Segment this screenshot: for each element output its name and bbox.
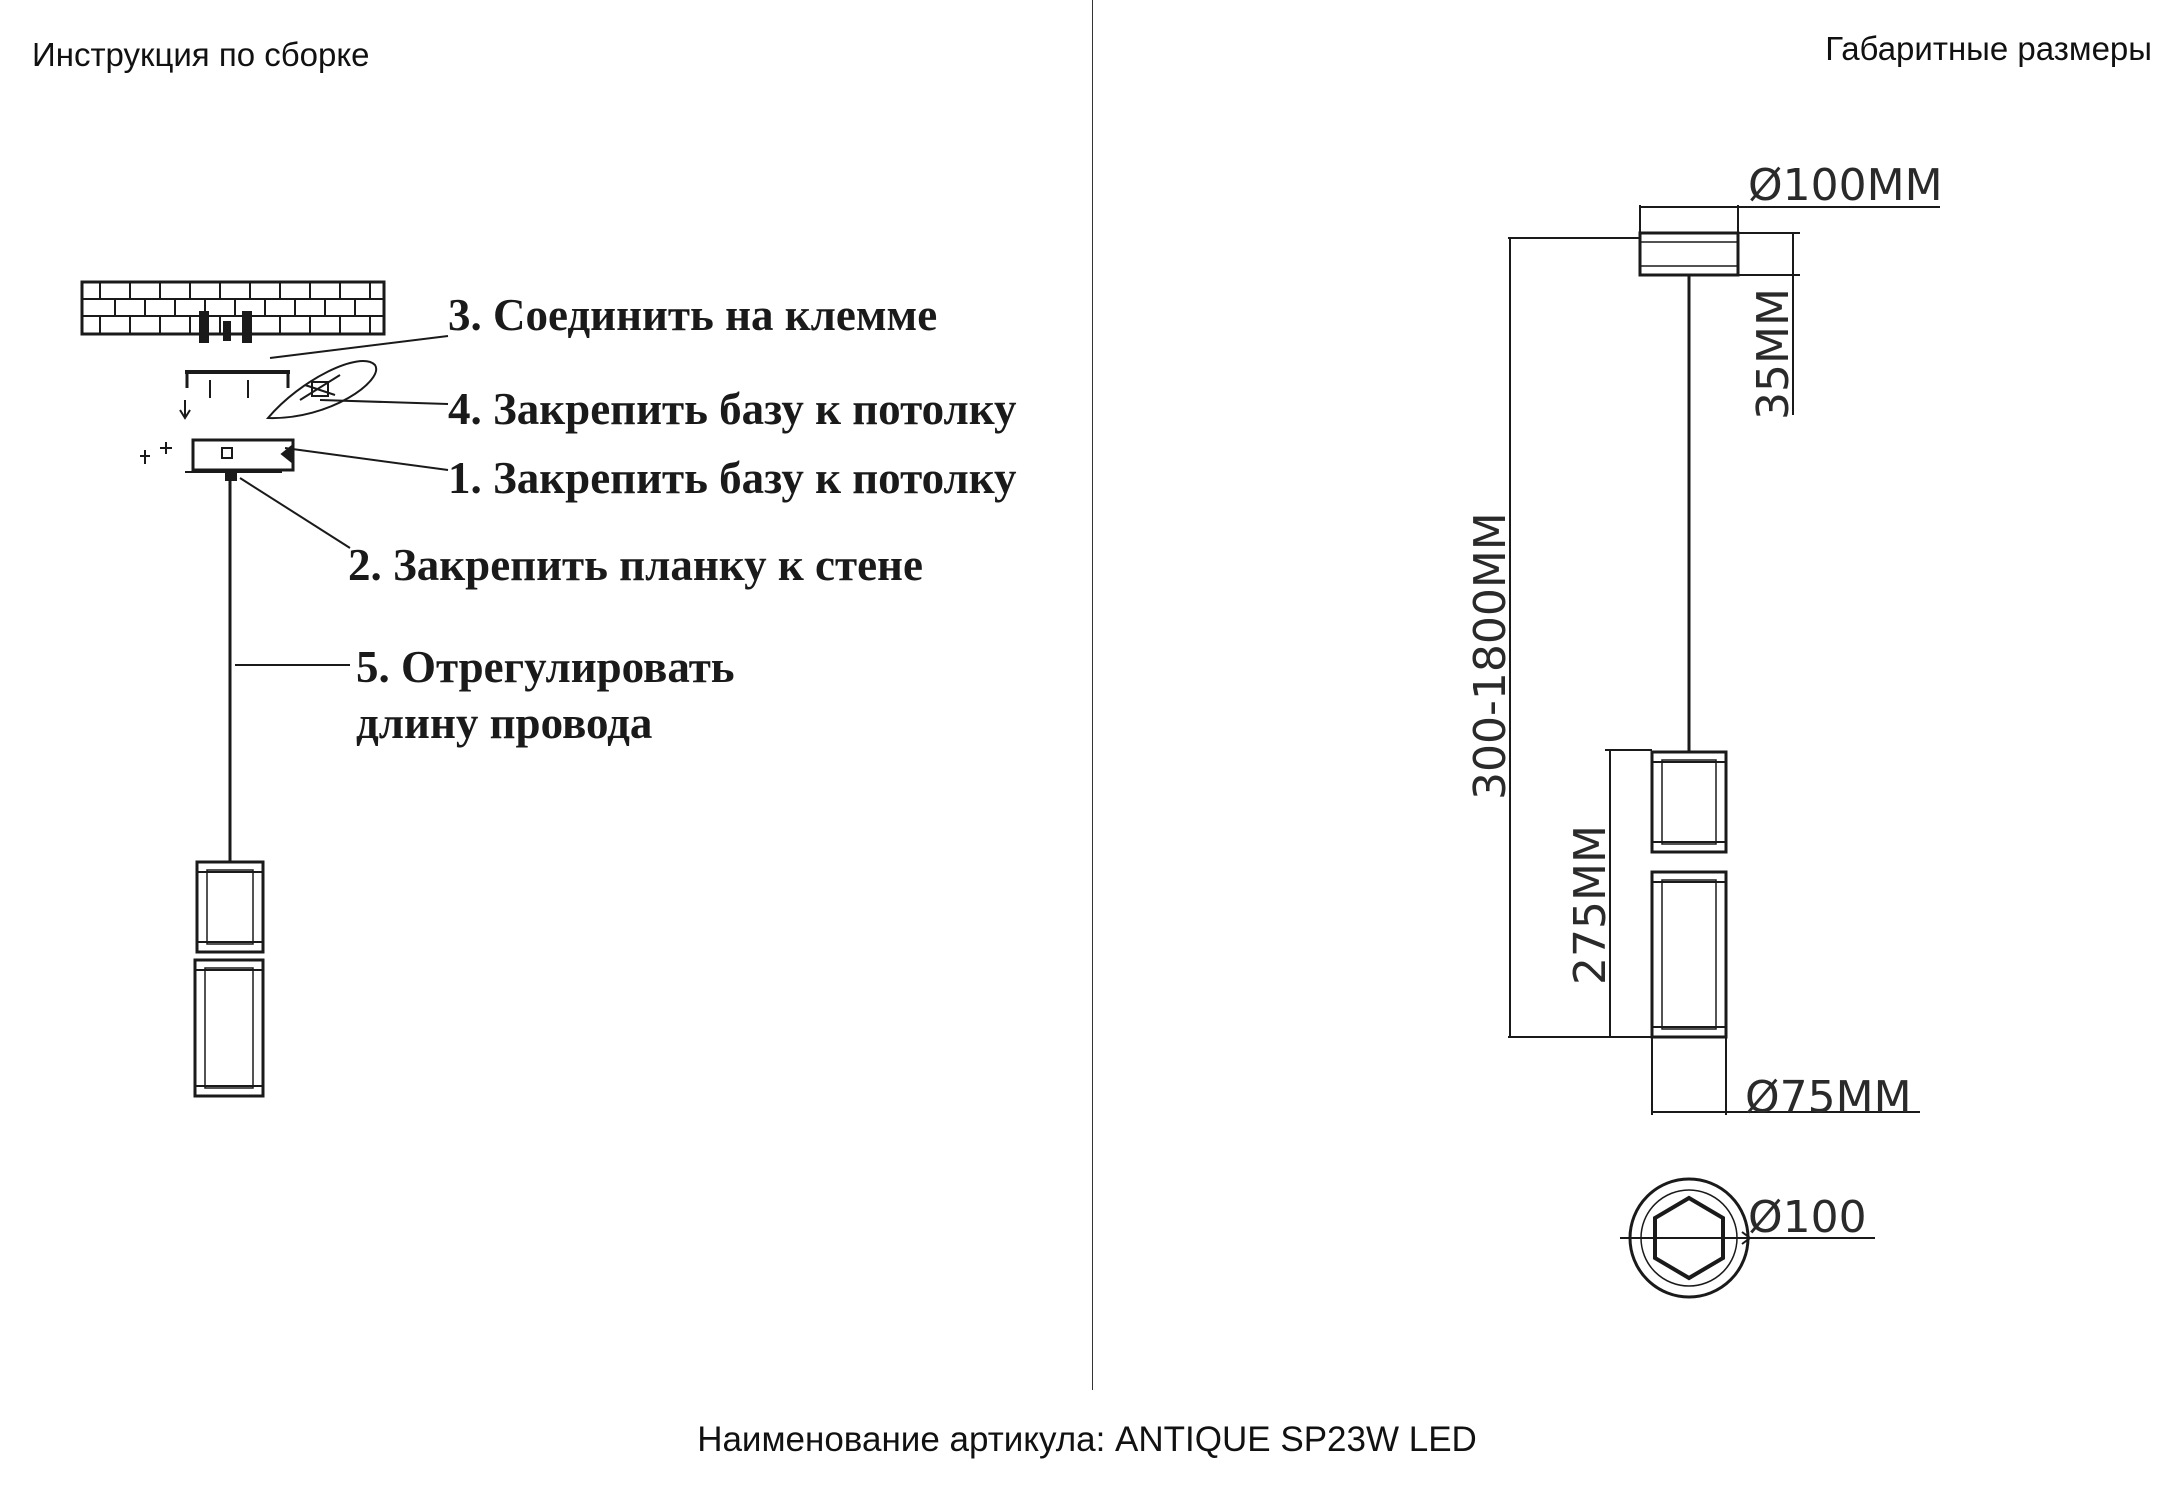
lower-shade <box>193 958 265 1098</box>
step-5-label: 5. Отрегулировать <box>356 642 735 692</box>
upper-shade <box>195 860 265 954</box>
canopy-base <box>140 438 295 481</box>
step-2-label: 3. Соединить на клемме <box>448 290 937 340</box>
terminal-connector-detail <box>265 360 378 420</box>
page-divider <box>1092 0 1093 1390</box>
overall-dimensions-title: Габаритные размеры <box>1825 30 2152 67</box>
assembly-diagram <box>80 280 449 1098</box>
top-view-diameter-label: Ø100 <box>1748 1192 1867 1243</box>
step-3-label: 4. Закрепить базу к потолку <box>448 384 1017 434</box>
canopy-outline <box>1638 231 1740 277</box>
mounting-bracket <box>179 370 290 420</box>
step-1-label: 2. Закрепить планку к стене <box>348 540 923 590</box>
canopy-height-label: 35MM <box>1748 288 1799 420</box>
total-length-label: 300-1800MM <box>1465 512 1516 800</box>
canopy-diameter-label: Ø100MM <box>1748 160 1943 211</box>
dimension-diagram <box>1508 205 1940 1299</box>
dimension-lower-shade <box>1650 870 1728 1039</box>
shade-diameter-label: Ø75MM <box>1745 1072 1912 1123</box>
article-name-footer: Наименование артикула: ANTIQUE SP23W LED <box>697 1420 1477 1459</box>
dimension-upper-shade <box>1650 750 1728 854</box>
step-4-label: 1. Закрепить базу к потолку <box>448 453 1017 503</box>
top-view <box>1620 1177 1875 1299</box>
leader-lines <box>235 335 449 666</box>
shade-height-label: 275MM <box>1565 825 1616 985</box>
step-5-label-continued: длину провода <box>356 698 652 748</box>
ceiling-brick-pattern <box>80 280 386 343</box>
assembly-instructions-title: Инструкция по сборке <box>32 36 370 73</box>
